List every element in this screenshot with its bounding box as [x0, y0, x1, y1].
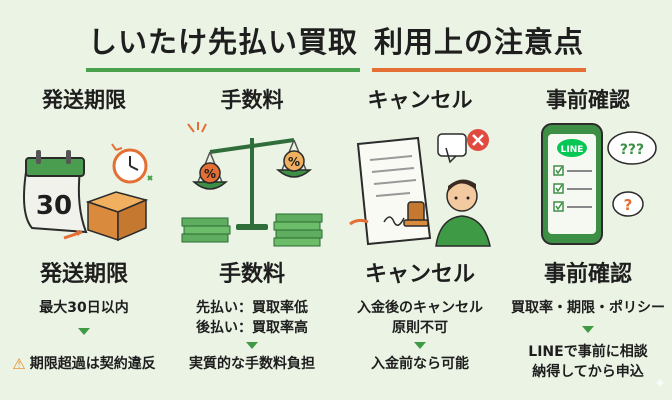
document-icon [356, 136, 432, 246]
scale-money-illustration: % % [181, 122, 323, 247]
line-app-badge: LINE [557, 139, 587, 157]
balance-scale-icon: % % [192, 138, 312, 230]
down-arrow-icon [78, 328, 90, 335]
column-label: キャンセル [364, 262, 475, 287]
column-label: 事前確認 [543, 262, 632, 287]
phone-chat-illustration: LINE ??? ? [541, 123, 657, 245]
warning-icon: ⚠ [12, 355, 26, 373]
column-heading: 事前確認 [546, 88, 630, 112]
note-line: 納得してから申込 [532, 364, 644, 380]
contract-person-illustration [349, 129, 491, 247]
column-shipping-deadline: 発送期限 30 発送期限 最大30日以内 ⚠ 期限超過は契約違反 [0, 84, 168, 394]
sparkle-watermark-icon: ✦ [654, 376, 666, 392]
money-stack-icon [181, 213, 323, 247]
column-heading: 発送期限 [42, 88, 126, 112]
column-fee: 手数料 % % 手数料 先払い：買取率低 後払い： [168, 84, 336, 394]
title-part-sub: 利用上の注意点 [372, 19, 587, 72]
app-label: LINE [561, 145, 584, 155]
detail-line: 入金後のキャンセル [357, 300, 483, 316]
page-title: しいたけ先払い買取 利用上の注意点 [0, 22, 672, 72]
down-arrow-icon [582, 326, 594, 333]
column-heading: キャンセル [367, 88, 473, 112]
detail-line: 買取率・期限・ポリシー [511, 300, 665, 316]
cross-icon [467, 129, 489, 151]
box-icon [85, 191, 149, 242]
question-bubble-icon: ??? [607, 131, 657, 165]
title-part-main: しいたけ先払い買取 [85, 19, 360, 72]
column-cancel: キャンセル キャンセル 入金後のキャンセル [336, 84, 504, 394]
column-heading: 手数料 [220, 88, 284, 112]
sparkle-icon [147, 175, 153, 181]
detail-line: 原則不可 [392, 320, 448, 336]
down-arrow-icon [246, 342, 258, 349]
column-label: 発送期限 [39, 262, 128, 287]
percent-symbol: % [204, 167, 216, 181]
detail-line: 先払い：買取率低 [196, 300, 308, 316]
svg-text:?: ? [624, 196, 633, 214]
smartphone-icon: LINE [541, 123, 603, 245]
clock-icon [111, 143, 148, 184]
note-text: 実質的な手数料負担 [189, 356, 315, 372]
worried-person-icon [435, 179, 491, 247]
calendar-icon: 30 [23, 150, 88, 234]
svg-text:???: ??? [620, 142, 644, 158]
question-bubble-small-icon: ? [612, 191, 644, 217]
calendar-number: 30 [36, 191, 72, 221]
down-arrow-icon [414, 342, 426, 349]
sparkle-icon [187, 122, 207, 133]
detail-line: 最大30日以内 [39, 300, 129, 316]
note-line: LINEで事前に相談 [528, 344, 648, 360]
thumbs-down-icon [437, 133, 467, 164]
calendar-box-illustration: 30 [23, 143, 153, 242]
detail-line: 後払い：買取率高 [196, 320, 308, 336]
column-precheck: 事前確認 LINE ??? [504, 84, 672, 394]
checklist-icon [553, 165, 592, 212]
warning-row: ⚠ 期限超過は契約違反 [0, 354, 168, 374]
note-text: 入金前なら可能 [371, 356, 469, 372]
column-label: 手数料 [218, 262, 285, 287]
signature-icon [383, 216, 405, 226]
percent-symbol: % [288, 155, 300, 169]
warning-text: 期限超過は契約違反 [29, 356, 156, 372]
arrow-icon [349, 218, 369, 226]
stamp-icon [403, 201, 429, 227]
